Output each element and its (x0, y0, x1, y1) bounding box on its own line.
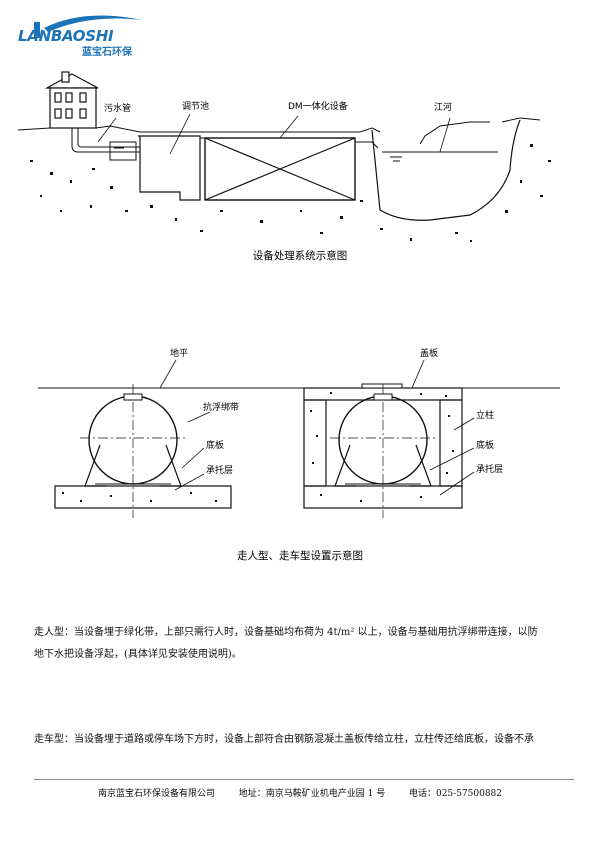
para1-line1: 走人型：当设备埋于绿化带，上部只需行人时，设备基础均布荷为 4t/m² 以上，设… (34, 627, 538, 638)
soil-speckles (30, 144, 551, 242)
pedestrian-type-paragraph: 走人型：当设备埋于绿化带，上部只需行人时，设备基础均布荷为 4t/m² 以上，设… (34, 622, 574, 666)
fig1-caption: 设备处理系统示意图 (253, 249, 348, 262)
footer-address: 地址：南京马鞍矿业机电产业园 1 号 (238, 789, 386, 799)
installation-types-diagram: 地平 盖板 抗浮绑带 立柱 底板 底板 承托层 承托层 走人型、走车型设置示意图 (38, 347, 560, 562)
logo-text-en: LANBAOSHI (18, 27, 114, 45)
label-regulating-tank: 调节池 (182, 100, 209, 112)
house-icon (44, 71, 99, 129)
fig2-caption: 走人型、走车型设置示意图 (237, 549, 363, 562)
label-cover-plate: 盖板 (420, 347, 438, 359)
label-support-layer-right: 承托层 (476, 463, 503, 475)
treatment-system-diagram: 污水管 调节池 DM一体化设备 江河 设备处理系统示意图 (17, 71, 551, 262)
footer-company: 南京蓝宝石环保设备有限公司 (98, 789, 216, 799)
label-base-plate-left: 底板 (206, 439, 224, 451)
label-column: 立柱 (476, 409, 494, 421)
label-sewage-pipe: 污水管 (104, 102, 131, 114)
para1-line2: 地下水把设备浮起，(具体详见安装使用说明)。 (34, 649, 242, 660)
vehicle-type-illustration (303, 359, 475, 518)
pedestrian-type-illustration (54, 359, 232, 518)
footer-rule (34, 779, 574, 780)
label-base-plate-right: 底板 (476, 439, 494, 451)
concrete-speckles (62, 392, 454, 502)
vehicle-type-paragraph: 走车型：当设备埋于道路或停车场下方时，设备上部符合由钢筋混凝土盖板传给立柱，立柱… (34, 729, 574, 751)
label-anti-float-strap: 抗浮绑带 (203, 401, 239, 413)
footer-phone: 电话：025-57500882 (408, 789, 502, 799)
company-logo: LANBAOSHI 蓝宝石环保 (14, 8, 154, 58)
label-ground: 地平 (170, 347, 188, 359)
label-support-layer-left: 承托层 (206, 464, 233, 476)
logo-text-cn: 蓝宝石环保 (82, 47, 132, 58)
para2-line1: 走车型：当设备埋于道路或停车场下方时，设备上部符合由钢筋混凝土盖板传给立柱，立柱… (34, 734, 534, 745)
logo-swoosh-icon (34, 15, 142, 38)
label-river: 江河 (434, 101, 452, 113)
label-dm-device: DM一体化设备 (288, 100, 348, 112)
footer: 南京蓝宝石环保设备有限公司 地址：南京马鞍矿业机电产业园 1 号 电话：025-… (0, 786, 600, 799)
